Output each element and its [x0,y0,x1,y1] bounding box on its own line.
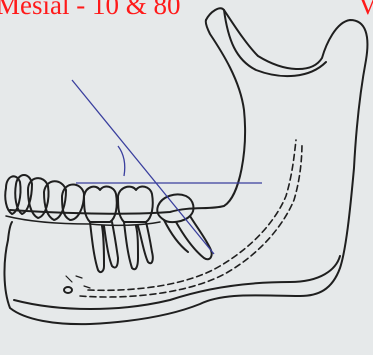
first-molar-root [90,222,118,272]
second-molar-crown [118,187,153,222]
gingival-line [6,216,160,225]
tooth-long-axis-line [72,80,214,254]
mental-foramen [64,287,72,293]
alveolar-ridge [10,20,245,214]
second-molar-root [124,222,153,269]
mandible-outline [4,8,367,324]
first-molar-crown [84,187,117,222]
angle-arc [118,146,125,176]
